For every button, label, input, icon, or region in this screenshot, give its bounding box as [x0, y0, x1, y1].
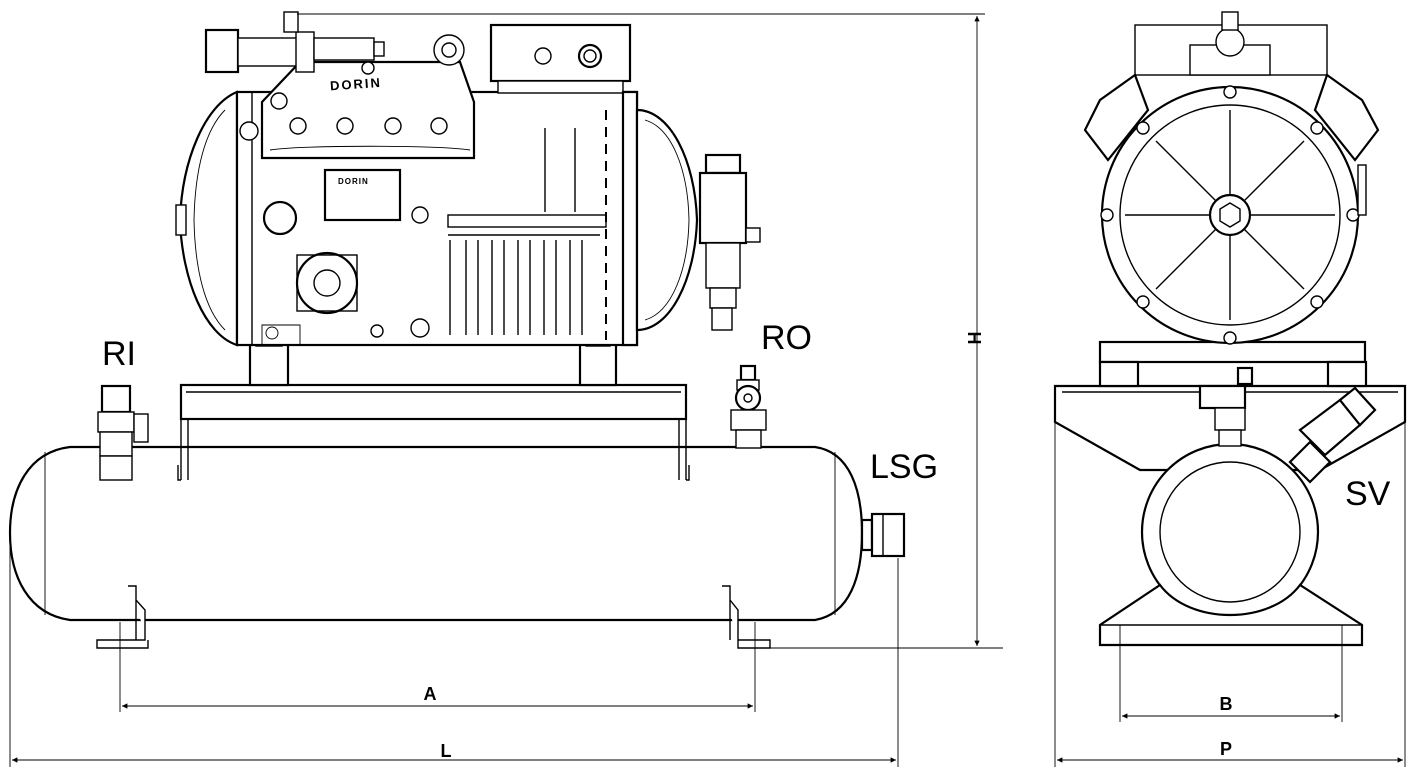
tank-foot-right: [722, 585, 771, 649]
dimension-b-label: B: [1220, 694, 1233, 714]
ri-valve: [97, 384, 149, 481]
dimension-b: B: [1119, 625, 1343, 722]
side-view: DORIN DORIN: [8, 11, 1003, 767]
sv-safety-valve: [1288, 386, 1377, 484]
front-view: SV B P: [1053, 11, 1407, 767]
callout-sv: SV: [1345, 475, 1391, 513]
dimension-h-label: H: [964, 332, 984, 345]
dimension-a-label: A: [424, 684, 437, 704]
dimension-p-label: P: [1220, 739, 1232, 759]
compressor-body: DORIN DORIN: [175, 11, 639, 347]
front-lower-saddle: [1098, 583, 1364, 647]
mounting-frame: [177, 383, 690, 481]
dimension-l: L: [9, 540, 899, 767]
tank-foot-left: [96, 585, 149, 649]
motor-end-cover: [621, 90, 699, 347]
dimension-p: P: [1054, 392, 1406, 767]
dimension-h: H: [297, 13, 1003, 649]
plate-logo: DORIN: [338, 177, 369, 186]
dimension-l-label: L: [441, 741, 452, 761]
front-tank: [1140, 442, 1320, 622]
ro-valve: [730, 364, 767, 449]
front-valve: [1198, 366, 1254, 447]
callout-ri: RI: [102, 335, 136, 373]
lsg-sight-glass: [860, 512, 906, 558]
liquid-receiver-tank: [8, 445, 864, 622]
callout-lsg: LSG: [870, 448, 938, 486]
head-logo: DORIN: [330, 75, 383, 94]
dimension-a: A: [119, 622, 756, 712]
front-compressor: [1083, 11, 1380, 388]
callout-ro: RO: [761, 319, 812, 357]
discharge-valve: [698, 153, 761, 331]
